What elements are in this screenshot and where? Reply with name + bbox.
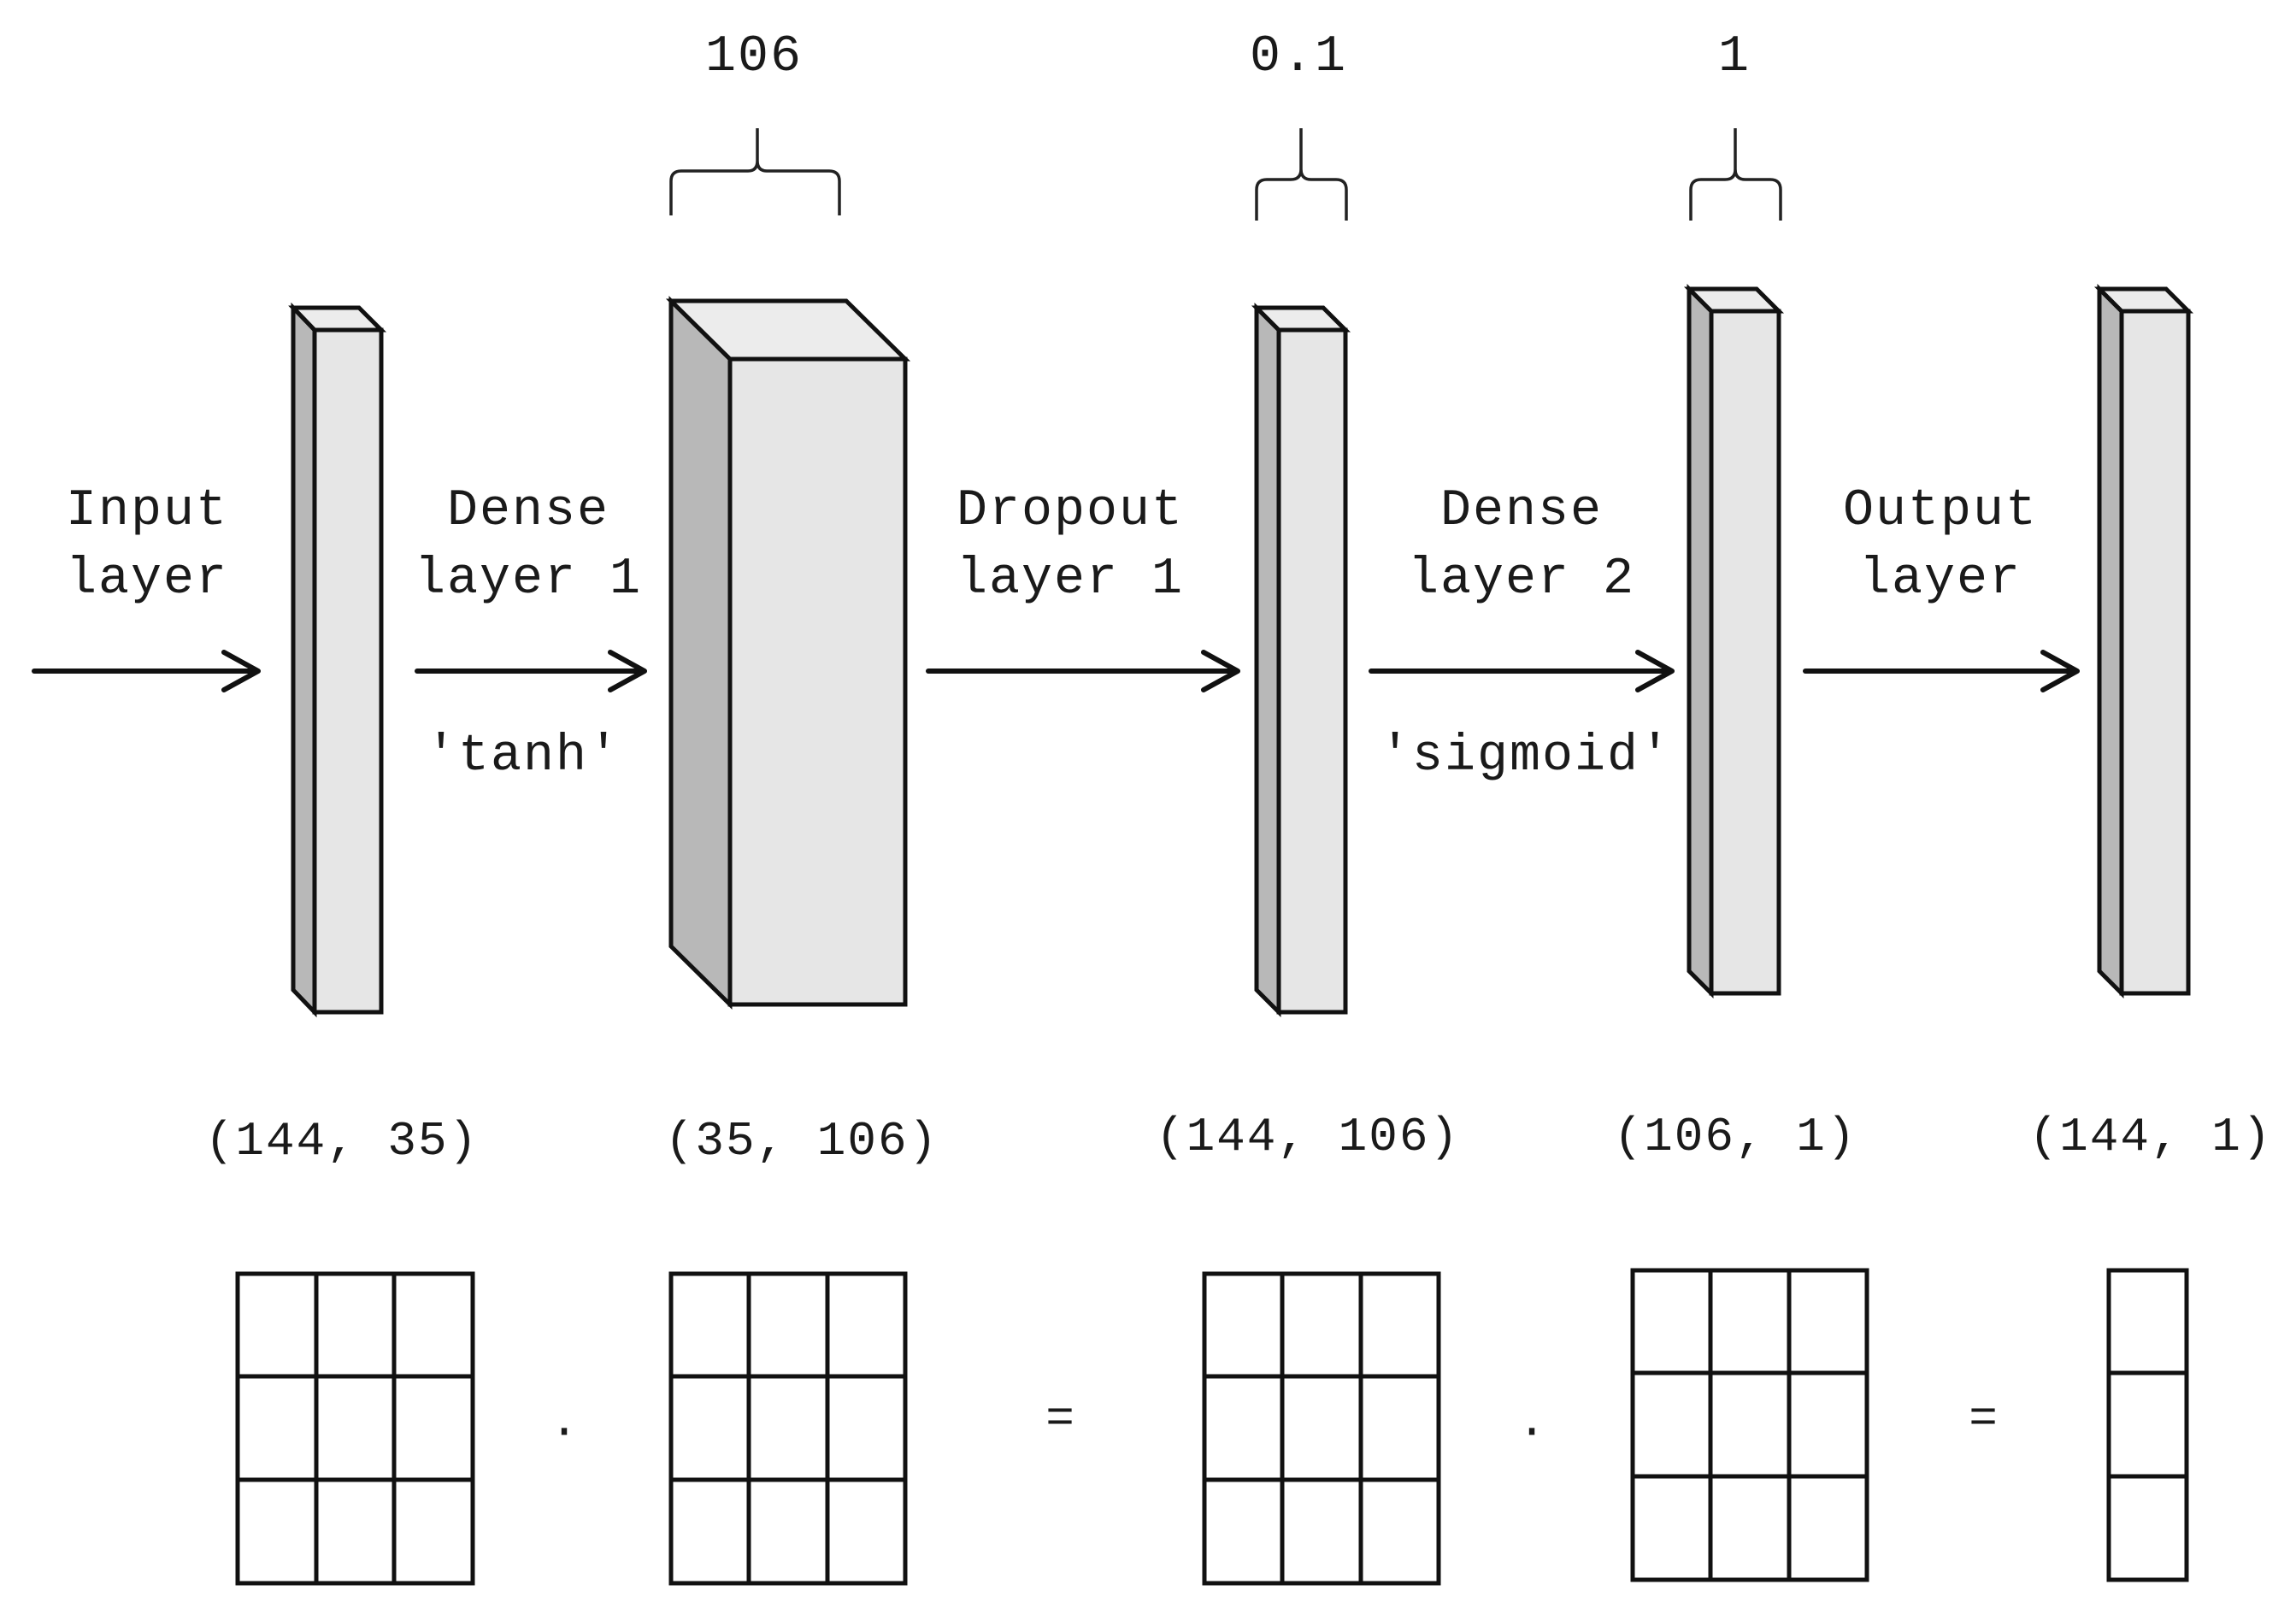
dropout-rate-label: 0.1: [1250, 28, 1347, 86]
dropout-brace: [1255, 128, 1348, 221]
dense-layer-2-units-label: 1: [1718, 28, 1751, 86]
output-layer-title: Output: [1843, 482, 2038, 540]
dense-layer-2-block: [1683, 283, 1785, 999]
tanh-activation-label: 'tanh': [426, 727, 621, 786]
matrix-dense-1: [668, 1271, 908, 1586]
matrix-dropout: [1202, 1271, 1441, 1586]
arrow-dense-2: [1369, 650, 1675, 692]
arrow-dropout: [926, 650, 1240, 692]
dense-1-shape-label: (35, 106): [665, 1114, 939, 1169]
equals-operator-2: =: [1969, 1392, 1998, 1446]
equals-operator-1: =: [1045, 1392, 1074, 1446]
output-layer-subtitle: layer: [1859, 551, 2022, 609]
input-layer-subtitle: layer: [66, 551, 228, 609]
dropout-shape-label: (144, 106): [1156, 1110, 1460, 1164]
input-layer-title: Input: [66, 482, 228, 540]
matrix-dense-2: [1630, 1268, 1869, 1582]
input-layer-block: [288, 302, 387, 1018]
dropout-layer-1-subtitle: layer 1: [957, 551, 1184, 609]
dense-layer-1-subtitle: layer 1: [415, 551, 642, 609]
dropout-layer-1-title: Dropout: [957, 482, 1184, 540]
arrow-output: [1803, 650, 2080, 692]
output-shape-label: (144, 1): [2029, 1110, 2273, 1164]
dense-layer-2-brace: [1689, 128, 1782, 221]
sigmoid-activation-label: 'sigmoid': [1380, 727, 1672, 786]
arrow-input: [32, 650, 261, 692]
dense-layer-2-subtitle: layer 2: [1408, 551, 1635, 609]
output-layer-block: [2093, 283, 2194, 999]
dot-operator-1: ·: [550, 1405, 579, 1459]
dot-operator-2: ·: [1517, 1405, 1546, 1459]
dense-layer-1-units-label: 106: [705, 28, 803, 86]
matrix-output: [2106, 1268, 2189, 1582]
dense-layer-2-title: Dense: [1440, 482, 1603, 540]
arrow-dense-1: [415, 650, 647, 692]
dense-layer-1-block: [665, 296, 911, 1010]
dense-layer-1-brace: [669, 128, 841, 215]
dropout-layer-1-block: [1251, 302, 1351, 1018]
dense-layer-1-title: Dense: [447, 482, 609, 540]
input-shape-label: (144, 35): [205, 1114, 479, 1169]
dense-2-shape-label: (106, 1): [1614, 1110, 1857, 1164]
matrix-input: [235, 1271, 475, 1586]
